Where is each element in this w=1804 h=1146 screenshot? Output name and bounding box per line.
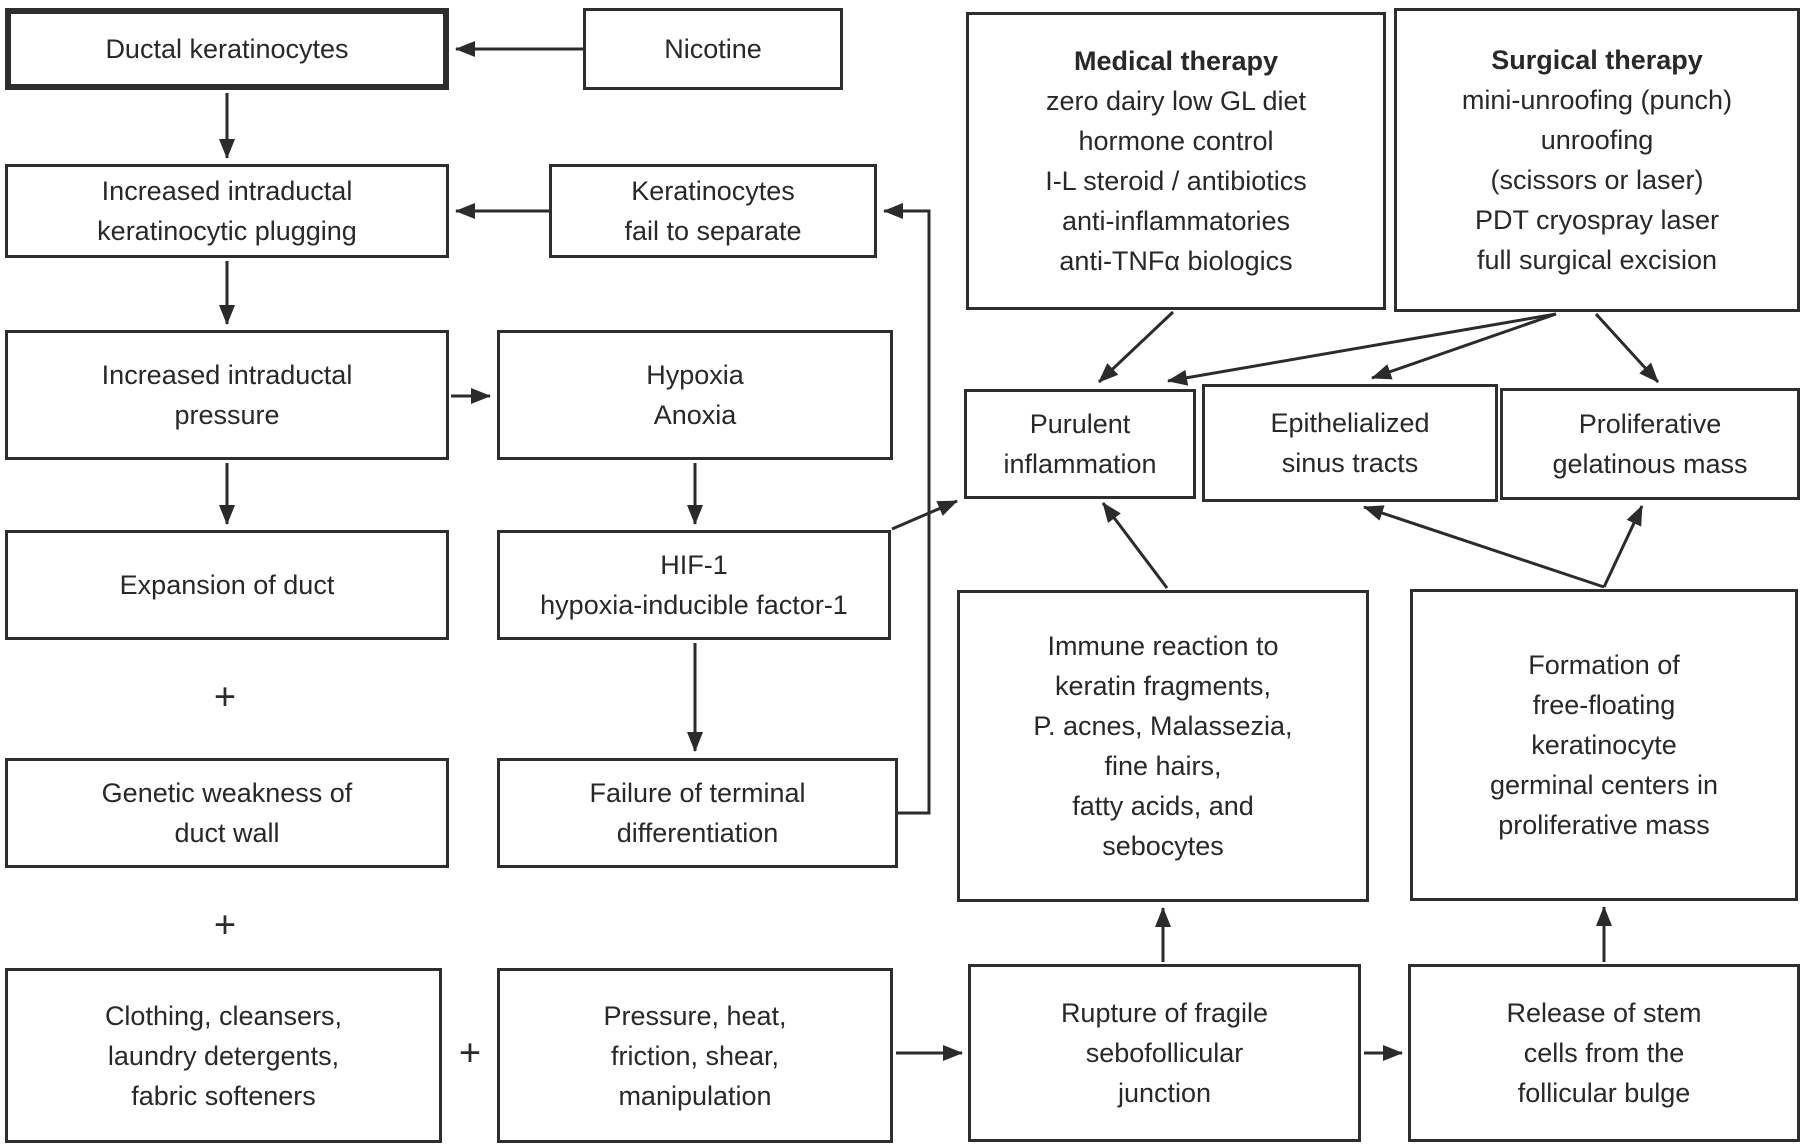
node-label: Increased intraductal	[101, 360, 353, 390]
node-label: Purulent	[1029, 409, 1131, 439]
node-label: Proliferative	[1578, 409, 1722, 439]
node-medical-therapy: Medical therapy zero dairy low GL diet h…	[966, 12, 1386, 310]
node-label: sebocytes	[1102, 831, 1224, 861]
arrow-surgical-to-proliferative	[1594, 312, 1660, 384]
node-label: Immune reaction to	[1047, 631, 1279, 661]
node-label: germinal centers in	[1489, 770, 1719, 800]
node-label: (scissors or laser)	[1490, 165, 1704, 195]
node-label: gelatinous mass	[1552, 449, 1748, 479]
node-label: Hypoxia	[646, 360, 744, 390]
node-label: Formation of	[1528, 650, 1680, 680]
arrow-failure-feedback-to-keratinocytes-fail	[883, 203, 931, 815]
node-title: Surgical therapy	[1491, 45, 1703, 75]
node-label: anti-inflammatories	[1061, 206, 1291, 236]
node-label: fabric softeners	[131, 1080, 316, 1111]
node-label: Nicotine	[664, 34, 762, 64]
node-label: proliferative mass	[1498, 810, 1710, 840]
node-label: anti-TNFα biologics	[1059, 246, 1293, 276]
node-label: friction, shear,	[610, 1040, 780, 1071]
node-label: differentiation	[616, 818, 779, 848]
node-pressure-heat-friction: Pressure, heat, friction, shear, manipul…	[497, 968, 893, 1143]
node-label: fail to separate	[624, 216, 802, 246]
node-label: Clothing, cleansers,	[104, 1000, 343, 1031]
node-label: I-L steroid / antibiotics	[1045, 166, 1307, 196]
node-label: Ductal keratinocytes	[105, 34, 349, 64]
node-label: pressure	[174, 400, 280, 430]
node-label: unroofing	[1540, 125, 1654, 155]
arrow-immune-to-purulent	[1101, 502, 1169, 589]
node-label: Expansion of duct	[119, 570, 335, 600]
node-label: Anoxia	[653, 400, 737, 430]
arrow-formation-to-proliferative	[1602, 505, 1644, 588]
node-label: junction	[1117, 1078, 1212, 1108]
node-label: HIF-1	[660, 550, 728, 580]
node-label: follicular bulge	[1517, 1078, 1691, 1108]
node-label: sebofollicular	[1085, 1038, 1244, 1068]
arrow-medical-to-purulent	[1097, 310, 1175, 384]
node-label: Pressure, heat,	[603, 1000, 787, 1031]
node-label: mini-unroofing (punch)	[1461, 85, 1733, 115]
plus-operator: +	[458, 1032, 482, 1075]
node-rupture-sebofollicular-junction: Rupture of fragile sebofollicular juncti…	[968, 964, 1361, 1142]
node-label: hormone control	[1078, 126, 1274, 156]
node-label: sinus tracts	[1281, 448, 1419, 478]
node-label: hypoxia-inducible factor-1	[540, 590, 848, 620]
node-genetic-weakness-duct-wall: Genetic weakness of duct wall	[5, 758, 449, 868]
node-label: Failure of terminal	[589, 778, 806, 808]
arrow-hif1-to-purulent	[891, 499, 958, 531]
node-label: keratinocytic plugging	[97, 216, 357, 246]
node-expansion-of-duct: Expansion of duct	[5, 530, 449, 640]
arrow-formation-to-epithelialized	[1363, 505, 1605, 589]
node-label: full surgical excision	[1476, 245, 1718, 275]
node-proliferative-gelatinous-mass: Proliferative gelatinous mass	[1500, 388, 1800, 500]
node-hif1: HIF-1 hypoxia-inducible factor-1	[497, 530, 891, 640]
node-label: inflammation	[1003, 449, 1157, 479]
node-hypoxia-anoxia: Hypoxia Anoxia	[497, 330, 893, 460]
node-purulent-inflammation: Purulent inflammation	[964, 389, 1196, 499]
node-epithelialized-sinus-tracts: Epithelialized sinus tracts	[1202, 384, 1498, 502]
node-immune-reaction: Immune reaction to keratin fragments, P.…	[957, 590, 1369, 902]
node-failure-terminal-differentiation: Failure of terminal differentiation	[497, 758, 898, 868]
node-label: Rupture of fragile	[1060, 998, 1269, 1028]
node-clothing-cleansers: Clothing, cleansers, laundry detergents,…	[5, 968, 442, 1143]
plus-operator: +	[213, 676, 237, 719]
node-formation-germinal-centers: Formation of free-floating keratinocyte …	[1410, 589, 1798, 901]
node-increased-intraductal-pressure: Increased intraductal pressure	[5, 330, 449, 460]
node-label: free-floating	[1532, 690, 1676, 720]
node-label: Keratinocytes	[631, 176, 795, 206]
arrow-surgical-to-purulent	[1167, 312, 1557, 386]
node-label: keratin fragments,	[1054, 671, 1272, 701]
node-label: P. acnes, Malassezia,	[1033, 711, 1293, 741]
node-label: cells from the	[1523, 1038, 1685, 1068]
node-label: zero dairy low GL diet	[1045, 86, 1307, 116]
node-label: fatty acids, and	[1072, 791, 1254, 821]
node-label: Increased intraductal	[101, 176, 353, 206]
node-label: manipulation	[618, 1080, 772, 1111]
node-nicotine: Nicotine	[583, 8, 843, 90]
node-label: PDT cryospray laser	[1474, 205, 1720, 235]
node-label: laundry detergents,	[107, 1040, 340, 1071]
node-label: Epithelialized	[1270, 408, 1430, 438]
node-ductal-keratinocytes: Ductal keratinocytes	[5, 8, 449, 90]
node-increased-keratinocytic-plugging: Increased intraductal keratinocytic plug…	[5, 164, 449, 258]
node-label: Genetic weakness of	[101, 778, 353, 808]
node-label: keratinocyte	[1531, 730, 1677, 760]
node-title: Medical therapy	[1073, 46, 1279, 76]
plus-operator: +	[213, 904, 237, 947]
node-keratinocytes-fail-to-separate: Keratinocytes fail to separate	[549, 164, 877, 258]
node-release-stem-cells: Release of stem cells from the follicula…	[1408, 964, 1800, 1142]
arrow-surgical-to-epithelialized	[1371, 312, 1557, 380]
node-label: Release of stem	[1506, 998, 1702, 1028]
node-label: duct wall	[174, 818, 280, 848]
node-surgical-therapy: Surgical therapy mini-unroofing (punch) …	[1394, 8, 1800, 312]
node-label: fine hairs,	[1104, 751, 1222, 781]
